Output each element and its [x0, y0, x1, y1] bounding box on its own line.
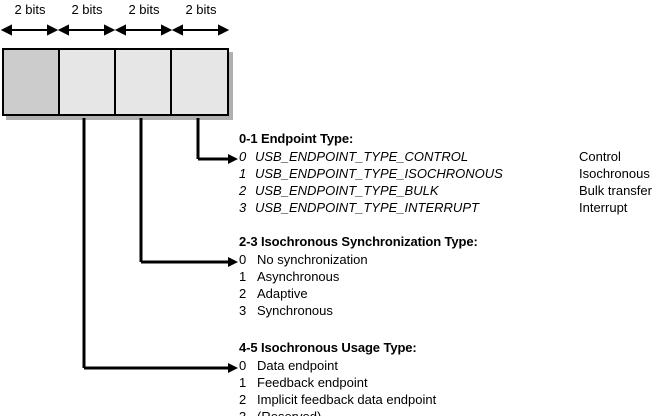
bits-label-1: 2 bits [128, 2, 160, 17]
section-isochronous-synchronization-type: 2-3 Isochronous Synchronization Type: 0 … [239, 234, 478, 319]
section-title-isochronous-synchronization-type: 2-3 Isochronous Synchronization Type: [239, 234, 478, 249]
row-index: 1 [239, 375, 247, 390]
leader-arrowhead-endpoint-type [228, 154, 238, 164]
row-constant: USB_ENDPOINT_TYPE_CONTROL [255, 149, 469, 164]
bits-label-0: 2 bits [185, 2, 217, 17]
row-constant: USB_ENDPOINT_TYPE_BULK [255, 183, 439, 198]
row-index: 0 [239, 358, 247, 373]
row-description: Interrupt [579, 200, 628, 215]
row-index: 1 [239, 166, 247, 181]
leader-arrowhead-sync-type [228, 257, 238, 267]
row-index: 3 [239, 200, 247, 215]
leader-arrowhead-usage-type [228, 363, 238, 373]
bits-label-2: 2 bits [71, 2, 103, 17]
row-index: 0 [239, 252, 247, 267]
section-rows-isochronous-usage-type: 0 Data endpoint 1 Feedback endpoint 2 Im… [239, 357, 436, 416]
row-label: Synchronous [257, 303, 333, 318]
cell-sync-type-bits-2-3 [116, 50, 172, 114]
legend-row: 3 Synchronous [239, 302, 478, 319]
row-description: Bulk transfer [579, 183, 652, 198]
section-title-endpoint-type: 0-1 Endpoint Type: [239, 131, 354, 146]
row-label: Data endpoint [257, 358, 338, 373]
legend-row: 2 USB_ENDPOINT_TYPE_BULK Bulk transfer [239, 182, 652, 199]
row-index: 2 [239, 392, 247, 407]
bits-label-3: 2 bits [14, 2, 46, 17]
section-isochronous-usage-type: 4-5 Isochronous Usage Type: 0 Data endpo… [239, 340, 436, 416]
section-rows-endpoint-type: 0 USB_ENDPOINT_TYPE_CONTROL Control 1 US… [239, 148, 652, 216]
legend-row: 0 USB_ENDPOINT_TYPE_CONTROL Control [239, 148, 621, 165]
legend-row: 0 No synchronization [239, 251, 478, 268]
section-endpoint-type: 0-1 Endpoint Type: 0 USB_ENDPOINT_TYPE_C… [239, 131, 652, 216]
section-rows-isochronous-synchronization-type: 0 No synchronization 1 Asynchronous 2 Ad… [239, 251, 478, 319]
row-label: Asynchronous [257, 269, 340, 284]
row-index: 0 [239, 149, 247, 164]
row-label: (Reserved) [257, 408, 321, 416]
cell-usage-type-bits-4-5 [60, 50, 116, 114]
legend-row: 1 Asynchronous [239, 268, 478, 285]
cell-reserved-bits-6-7 [4, 50, 60, 114]
section-title-isochronous-usage-type: 4-5 Isochronous Usage Type: [239, 340, 417, 355]
legend-row: 1 Feedback endpoint [239, 374, 417, 391]
row-constant: USB_ENDPOINT_TYPE_ISOCHRONOUS [255, 166, 503, 181]
legend-row: 3 USB_ENDPOINT_TYPE_INTERRUPT Interrupt [239, 199, 627, 216]
legend-row: 2 Adaptive [239, 285, 478, 302]
row-description: Control [579, 149, 621, 164]
row-label: Implicit feedback data endpoint [257, 392, 437, 407]
row-constant: USB_ENDPOINT_TYPE_INTERRUPT [255, 200, 479, 215]
measure-arrows [0, 24, 230, 36]
row-label: Adaptive [257, 286, 308, 301]
row-description: Isochronous [579, 166, 650, 181]
legend-row: 3 (Reserved) [239, 408, 417, 416]
row-label: Feedback endpoint [257, 375, 368, 390]
legend-row: 2 Implicit feedback data endpoint [239, 391, 436, 408]
row-index: 3 [239, 303, 247, 318]
row-label: No synchronization [257, 252, 368, 267]
row-index: 3 [239, 408, 251, 416]
row-index: 2 [239, 183, 247, 198]
row-index: 1 [239, 269, 247, 284]
legend-row: 0 Data endpoint [239, 357, 417, 374]
byte-box [2, 48, 229, 116]
cell-endpoint-type-bits-0-1 [172, 50, 227, 114]
row-index: 2 [239, 286, 247, 301]
legend-row: 1 USB_ENDPOINT_TYPE_ISOCHRONOUS Isochron… [239, 165, 650, 182]
